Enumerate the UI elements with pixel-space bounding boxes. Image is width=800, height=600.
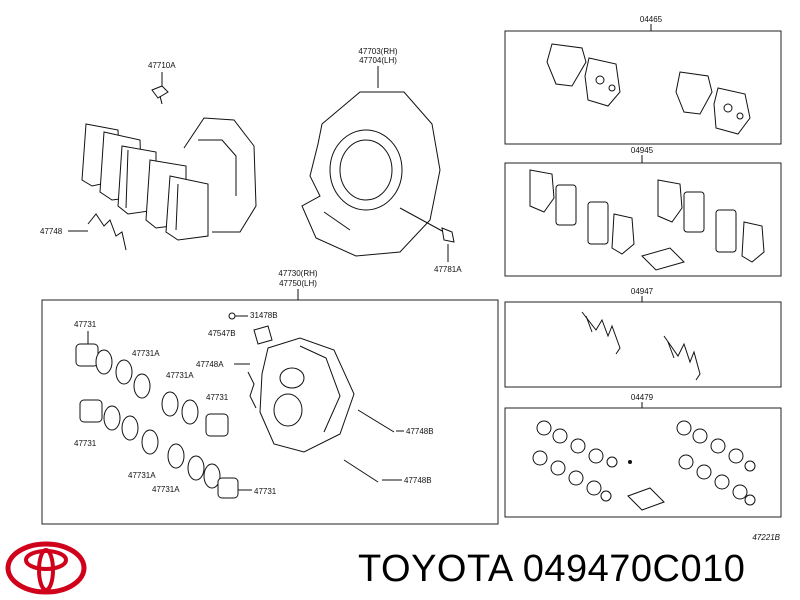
bolt-icon bbox=[151, 85, 169, 105]
seal-b-label: 47731A bbox=[166, 371, 194, 380]
bleeder-47547b-label: 47547B bbox=[208, 329, 236, 338]
upper-left-assembly: 47710A 47748 bbox=[40, 61, 257, 251]
kit-04465-label: 04465 bbox=[640, 15, 663, 24]
bolt-47781a-label: 47781A bbox=[434, 265, 462, 274]
shim-set-icon bbox=[529, 169, 765, 271]
bolt-47710a-label: 47710A bbox=[148, 61, 176, 70]
pin-47748b-1-label: 47748B bbox=[406, 427, 434, 436]
bolt-icon bbox=[441, 227, 455, 243]
piston-mid-label: 47731 bbox=[206, 393, 229, 402]
kit-04465-panel: 04465 bbox=[504, 15, 782, 145]
caliper-outline-icon bbox=[183, 117, 257, 233]
shield-lh-label: 47704(LH) bbox=[359, 56, 397, 65]
cap-31478b-label: 31478B bbox=[250, 311, 278, 320]
piston-left-bottom-label: 47731 bbox=[74, 439, 97, 448]
piston-seal-row-bottom bbox=[79, 399, 159, 455]
piston-top-label: 47731 bbox=[74, 320, 97, 329]
kit-04945-panel: 04945 bbox=[504, 146, 782, 277]
seal-c-label: 47731A bbox=[128, 471, 156, 480]
brake-pads-icon bbox=[81, 123, 209, 241]
kit-04947-label: 04947 bbox=[631, 287, 654, 296]
shield-rh-label: 47703(RH) bbox=[358, 47, 397, 56]
dust-shield-icon bbox=[301, 91, 441, 257]
piston-seal-row-top bbox=[75, 343, 151, 399]
toyota-logo bbox=[5, 541, 87, 595]
kit-04479-label: 04479 bbox=[631, 393, 654, 402]
piston-seal-row-lower bbox=[167, 443, 239, 499]
kit-04479-panel: 04479 bbox=[504, 393, 782, 518]
brake-pad-icon bbox=[546, 43, 751, 135]
part-number: 049470C010 bbox=[522, 548, 746, 590]
caliper-lh-label: 47750(LH) bbox=[279, 279, 317, 288]
piston-bottom-label: 47731 bbox=[254, 487, 277, 496]
spring-47748-label: 47748 bbox=[40, 227, 63, 236]
pin-47748b-2-label: 47748B bbox=[404, 476, 432, 485]
dust-shield-assembly: 47703(RH) 47704(LH) 47781A bbox=[301, 47, 462, 274]
caliper-rh-label: 47730(RH) bbox=[278, 269, 317, 278]
spring-47748a-label: 47748A bbox=[196, 360, 224, 369]
piston-seal-row-mid bbox=[161, 391, 229, 437]
diagram-code: 47221B bbox=[752, 533, 780, 542]
seal-a-label: 47731A bbox=[132, 349, 160, 358]
caliper-panel: 47730(RH) 47750(LH) 47731 47731A 47731A … bbox=[41, 269, 499, 525]
anti-rattle-spring-icon bbox=[581, 311, 701, 381]
caliper-body-icon bbox=[259, 337, 355, 453]
seal-d-label: 47731A bbox=[152, 485, 180, 494]
guide-pin-icon bbox=[343, 409, 395, 483]
brand-part-number: TOYOTA 049470C010 bbox=[358, 548, 745, 591]
seal-kit-icon bbox=[532, 420, 756, 511]
kit-04945-label: 04945 bbox=[631, 146, 654, 155]
brand-name: TOYOTA bbox=[358, 548, 512, 590]
kit-04947-panel: 04947 bbox=[504, 287, 782, 388]
